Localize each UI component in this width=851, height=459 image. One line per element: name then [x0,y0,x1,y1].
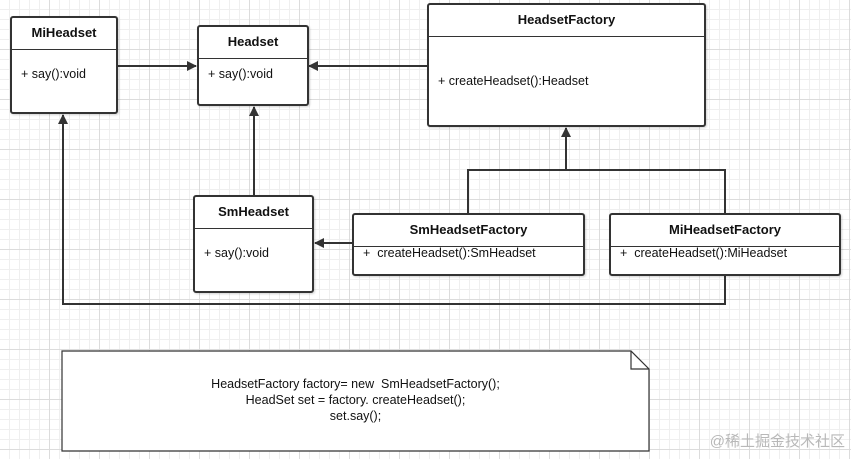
code-line: HeadSet set = factory. createHeadset(); [245,393,466,407]
class-name: MiHeadset [12,18,116,50]
code-line: set.say(); [329,409,382,423]
mi-factory-to-mi-headset-arrow [58,114,726,305]
class-method: + createHeadset():MiHeadset [620,246,788,260]
class-box-headset[interactable]: Headset + say():void [197,25,309,106]
class-box-mi-headset[interactable]: MiHeadset + say():void [10,16,118,114]
class-method: + say():void [204,246,269,260]
class-method: + createHeadset():Headset [438,74,589,88]
class-box-sm-headset[interactable]: SmHeadset + say():void [193,195,314,293]
class-method: + say():void [208,67,273,81]
code-line: HeadsetFactory factory= new SmHeadsetFac… [211,377,500,391]
class-box-mi-headset-factory[interactable]: MiHeadsetFactory + createHeadset():MiHea… [609,213,841,276]
class-name: Headset [199,27,307,59]
class-method: + say():void [21,67,86,81]
class-box-headset-factory[interactable]: HeadsetFactory + createHeadset():Headset [427,3,706,127]
class-box-sm-headset-factory[interactable]: SmHeadsetFactory + createHeadset():SmHea… [352,213,585,276]
class-name: SmHeadset [195,197,312,229]
class-name: HeadsetFactory [429,5,704,37]
code-note: HeadsetFactory factory= new SmHeadsetFac… [62,376,649,424]
mi-factory-to-headset-factory-line [566,169,726,213]
class-name: MiHeadsetFactory [611,215,839,247]
sm-factory-to-headset-factory-line [467,169,566,213]
class-method: + createHeadset():SmHeadset [363,246,536,260]
watermark: @稀土掘金技术社区 [709,433,845,450]
class-name: SmHeadsetFactory [354,215,583,247]
note-shape [61,350,650,452]
